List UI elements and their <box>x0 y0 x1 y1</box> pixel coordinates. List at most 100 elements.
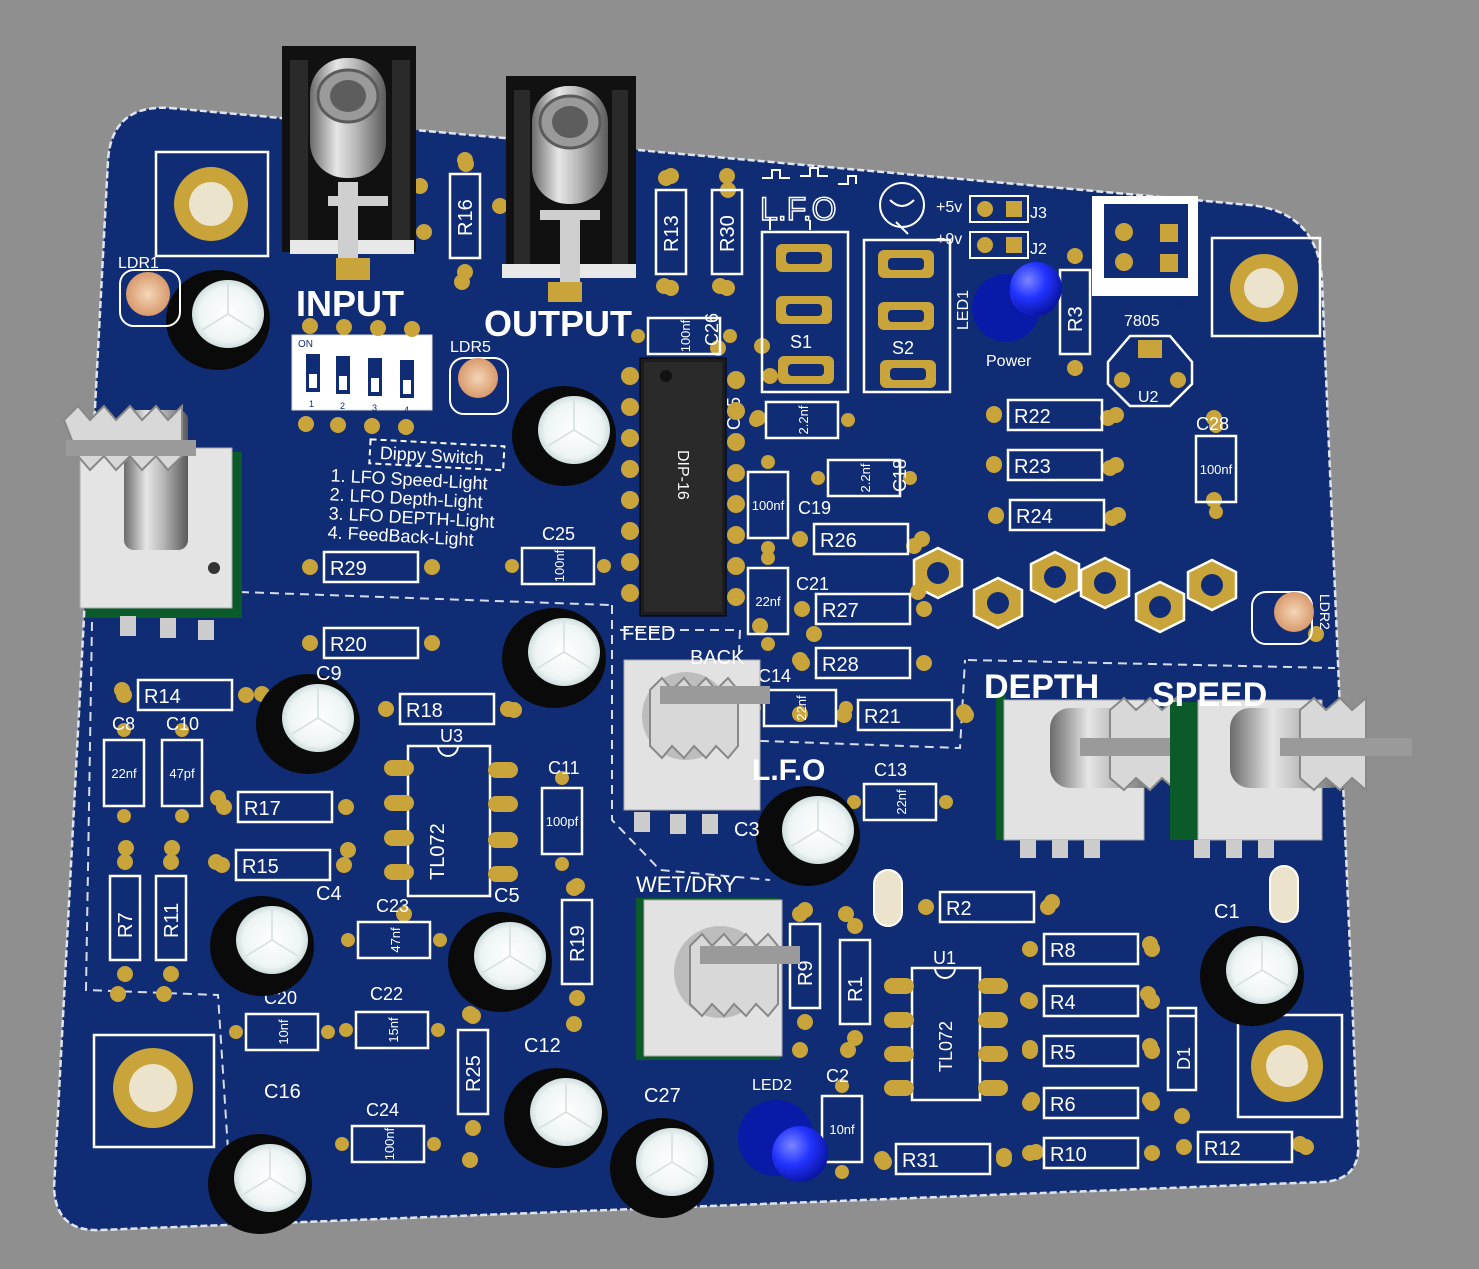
input-jack[interactable] <box>282 46 416 280</box>
resistor-r15[interactable]: R15 <box>234 848 332 882</box>
resistor-r20[interactable]: R20 <box>322 626 420 660</box>
resistor-r13[interactable]: R13 <box>654 188 688 276</box>
resistor-label-r31: R31 <box>902 1150 939 1172</box>
capacitor-label-c18: C18 <box>890 459 910 492</box>
electrolytic-c3[interactable]: C3 <box>734 786 860 886</box>
output-jack[interactable] <box>502 76 636 302</box>
ldr2[interactable]: LDR2 <box>1251 591 1333 645</box>
electrolytic-c16[interactable]: C16 <box>208 1081 312 1234</box>
resistor-r12[interactable]: R12 <box>1196 1130 1294 1164</box>
resistor-r21[interactable]: R21 <box>856 698 954 732</box>
resistor-r3[interactable]: R3 <box>1058 268 1092 356</box>
resistor-r28[interactable]: R28 <box>814 646 912 680</box>
electrolytic-c12[interactable]: C12 <box>504 1035 608 1168</box>
regulator-u2[interactable]: 7805 U2 <box>1106 313 1194 408</box>
resistor-r6[interactable]: R6 <box>1042 1086 1140 1120</box>
resistor-r5[interactable]: R5 <box>1042 1034 1140 1068</box>
resistor-r31[interactable]: R31 <box>894 1142 992 1176</box>
capacitor-value-c13: 22nf <box>894 789 909 815</box>
electrolytic-c4[interactable]: C4 <box>210 883 342 996</box>
resistor-r10[interactable]: R10 <box>1042 1136 1140 1170</box>
pot-wet-dry[interactable] <box>636 898 800 1060</box>
resistor-r9[interactable]: R9 <box>788 922 822 1010</box>
resistor-r22[interactable]: R22 <box>1006 398 1104 432</box>
capacitor-label-c11: C11 <box>548 758 580 778</box>
pot-feedback[interactable] <box>623 659 770 834</box>
electrolytic-c7[interactable] <box>512 386 616 486</box>
dip-switch-block[interactable]: ON 1 2 3 4 <box>291 334 433 415</box>
resistor-r11[interactable]: R11 <box>154 874 188 962</box>
ic-dip16[interactable]: DIP-16 <box>621 357 745 617</box>
header-j3[interactable]: J3 +5v <box>936 195 1047 223</box>
dip-number-3: 3 <box>372 403 377 413</box>
electrolytic-c9[interactable]: C9 <box>256 663 360 774</box>
electrolytic-label-c1: C1 <box>1214 901 1240 923</box>
diode-d1[interactable]: D1 <box>1166 1006 1198 1092</box>
dip-number-1: 1 <box>309 399 314 409</box>
header-j2[interactable]: J2 +9v <box>936 231 1047 259</box>
ldr5[interactable]: LDR5 <box>449 339 509 415</box>
resistor-label-r7: R7 <box>115 912 137 938</box>
resistor-r26[interactable]: R26 <box>812 522 910 556</box>
resistor-label-r6: R6 <box>1050 1094 1076 1116</box>
resistor-r29[interactable]: R29 <box>322 550 420 584</box>
resistor-label-r30: R30 <box>717 215 739 252</box>
capacitor-c11[interactable]: 100pf C11 <box>540 758 584 856</box>
resistor-r14[interactable]: R14 <box>136 678 234 712</box>
led2[interactable]: LED2 <box>738 1077 828 1182</box>
electrolytic-c5[interactable]: C5 <box>448 885 552 1012</box>
resistor-r19[interactable]: R19 <box>560 898 594 986</box>
capacitor-label-c19: C19 <box>798 498 831 518</box>
resistor-label-r24: R24 <box>1016 506 1053 528</box>
resistor-r27[interactable]: R27 <box>814 592 912 626</box>
resistor-r18[interactable]: R18 <box>398 692 496 726</box>
ic-u3[interactable]: U3 TL072 <box>384 726 518 898</box>
electrolytic-c27[interactable]: C27 <box>610 1085 714 1218</box>
led1-power[interactable]: LED1 <box>955 262 1062 342</box>
led1-label: LED1 <box>955 290 972 330</box>
resistor-r24[interactable]: R24 <box>1008 498 1106 532</box>
solder-pads <box>110 152 1324 1179</box>
capacitor-value-c21: 22nf <box>755 594 781 609</box>
resistor-r17[interactable]: R17 <box>236 790 334 824</box>
resistor-r25[interactable]: R25 <box>456 1028 490 1116</box>
resistor-r8[interactable]: R8 <box>1042 932 1140 966</box>
ic-u1[interactable]: U1 TL072 <box>884 948 1008 1102</box>
resistor-r30[interactable]: R30 <box>710 188 744 276</box>
pot-speed[interactable] <box>1170 695 1412 858</box>
resistor-r23[interactable]: R23 <box>1006 448 1104 482</box>
battery-connector[interactable]: + 9 Volt - <box>1092 196 1198 311</box>
electrolytic-c6[interactable] <box>166 270 270 370</box>
capacitor-label-c14: C14 <box>758 666 791 686</box>
resistor-r2[interactable]: R2 <box>938 890 1036 924</box>
resistor-r4[interactable]: R4 <box>1042 984 1140 1018</box>
resistor-r16[interactable]: R16 <box>448 172 482 260</box>
j3-label: J3 <box>1030 205 1047 222</box>
bulb-icon <box>879 182 925 235</box>
switch-s1[interactable]: S1 <box>760 230 850 394</box>
switch-s2[interactable]: S2 <box>862 238 952 394</box>
resistor-label-r11: R11 <box>161 903 183 938</box>
capacitor-value-c11: 100pf <box>546 814 579 829</box>
ldr1[interactable]: LDR1 <box>118 255 181 327</box>
resistor-r1[interactable]: R1 <box>838 938 872 1026</box>
electrolytic-c1[interactable]: C1 <box>1200 901 1304 1026</box>
electrolytic-c17[interactable] <box>502 608 606 708</box>
pot-left[interactable] <box>62 403 242 640</box>
resistor-r7[interactable]: R7 <box>108 874 142 962</box>
